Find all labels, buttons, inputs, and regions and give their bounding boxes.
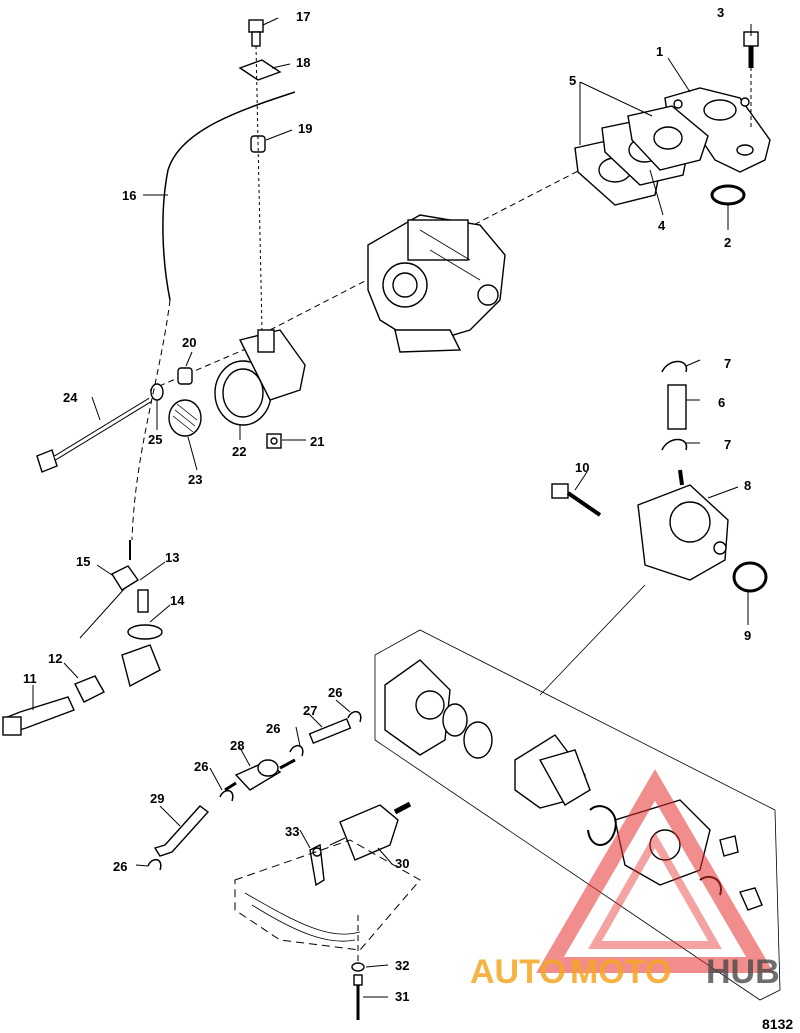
callout-6: 6 [718,395,725,410]
bracket-13-15 [79,565,161,688]
clip-7a [661,360,688,373]
screw-13 [137,589,149,613]
o-ring-2 [710,184,746,206]
callout-11: 11 [23,671,37,686]
fuel-connector-30 [329,801,412,861]
clip-26b [289,744,304,757]
callout-15: 15 [76,554,90,569]
callout-4: 4 [658,218,666,233]
lever-33 [309,843,325,887]
callout-5: 5 [569,73,576,88]
callout-28: 28 [230,738,244,753]
screw-axis-17 [255,45,263,331]
watermark-text-auto: AUTO [470,953,566,991]
callout-33: 33 [285,824,299,839]
clip-7b [661,438,688,451]
watermark-text-hub: HUB [706,953,780,991]
callout-7a: 7 [724,356,731,371]
fuel-pump-8 [637,469,729,581]
callout-12: 12 [48,651,62,666]
watermark-text-moto: MOTO [570,953,671,991]
fuel-pump-exploded-box [374,584,781,1001]
choke-knob-11 [2,696,75,736]
carburetor-body [367,214,506,353]
callout-8: 8 [744,478,751,493]
callout-10: 10 [575,460,589,475]
callout-1: 1 [656,44,663,59]
figure-number: 8132 [762,1016,793,1032]
bushing-12 [74,675,105,703]
callout-27: 27 [303,703,317,718]
washer-32 [351,962,365,972]
callout-17: 17 [296,9,310,24]
callout-13: 13 [165,550,179,565]
callout-19: 19 [298,121,312,136]
callout-labels: 1 2 3 4 5 6 7 7 8 9 10 11 12 13 14 15 16… [23,5,751,1004]
callout-16: 16 [122,188,136,203]
callout-20: 20 [182,335,196,350]
gasket-set [574,105,709,206]
leader-lines [32,17,752,998]
callout-14: 14 [170,593,185,608]
callout-25: 25 [148,432,162,447]
clamp-18 [238,59,282,81]
callout-21: 21 [310,434,324,449]
callout-7b: 7 [724,437,731,452]
callout-26c: 26 [194,759,208,774]
screw-31 [353,974,363,1020]
hose-27 [308,717,352,745]
bolt-24 [36,397,152,473]
watermark-logo: AUTO MOTO HUB [470,769,780,991]
throttle-body [214,329,306,426]
callout-18: 18 [296,55,310,70]
fuel-filter-28 [224,758,296,792]
watermark-triangle-icon [536,769,774,973]
callout-26b: 26 [266,721,280,736]
nut-21 [266,433,282,449]
callout-22: 22 [232,444,246,459]
callout-3: 3 [717,5,724,20]
o-ring-9 [732,561,768,593]
bushing-20 [177,367,193,385]
callout-29: 29 [150,791,164,806]
bolt-3 [743,31,759,130]
intake-manifold [664,87,771,173]
washer-14 [127,624,163,640]
callout-26a: 26 [328,685,342,700]
callout-32: 32 [395,958,409,973]
callout-31: 31 [395,989,409,1004]
callout-24: 24 [63,390,78,405]
screw-10 [551,483,602,517]
centerline-bolt [149,344,256,391]
callout-30: 30 [395,856,409,871]
callout-23: 23 [188,472,202,487]
screw-17 [248,19,264,47]
callout-9: 9 [744,628,751,643]
clip-26a [347,710,362,723]
callout-2: 2 [724,235,731,250]
screen-23 [168,399,202,437]
washer-25 [150,383,164,401]
clip-26d [147,858,162,871]
clip-26c [219,789,234,802]
callout-26d: 26 [113,859,127,874]
hose-29 [153,805,210,857]
fuel-line-parts [147,710,421,1020]
choke-cable [129,91,296,560]
hose-6 [667,384,687,430]
